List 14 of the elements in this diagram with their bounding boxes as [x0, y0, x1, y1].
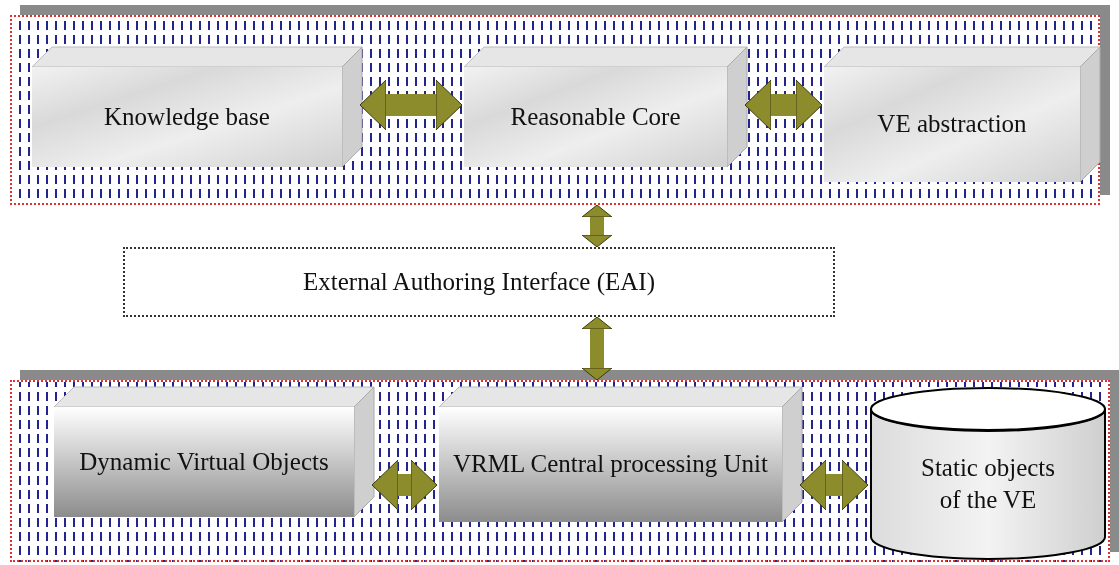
block-label: Reasonable Core — [510, 101, 681, 132]
block-label: VRML Central processing Unit — [453, 449, 768, 480]
interface-box — [123, 247, 835, 317]
block-label: Static objects of the VE — [920, 452, 1056, 515]
block-label: VE abstraction — [877, 109, 1027, 140]
double-arrow — [581, 204, 613, 248]
double-arrow — [744, 79, 823, 131]
block-label: Knowledge base — [104, 101, 270, 132]
block-label: Dynamic Virtual Objects — [79, 446, 329, 477]
double-arrow — [581, 316, 613, 381]
double-arrow — [799, 459, 869, 511]
block-label: External Authoring Interface (EAI) — [303, 266, 655, 297]
double-arrow — [371, 459, 438, 511]
double-arrow — [359, 79, 463, 131]
